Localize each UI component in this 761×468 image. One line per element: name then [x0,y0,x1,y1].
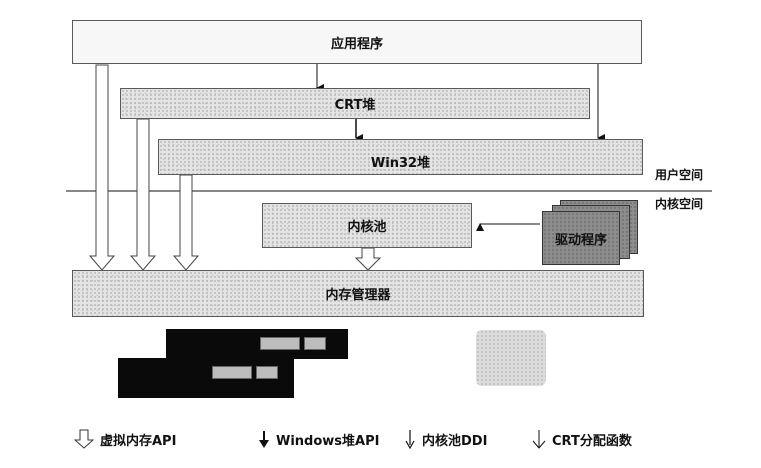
win32-heap-label: Win32堆 [370,155,431,171]
kernel-space-label: 内核空间 [655,197,704,211]
legend-kernel-pool-ddi-label: 内核池DDI [422,433,488,449]
legend-kernel-pool-ddi: 内核池DDI [404,429,487,449]
legend-windows-heap: Windows堆API [258,429,379,449]
memory-manager-box: 内存管理器 [72,270,644,317]
kernel-pool-label: 内核池 [347,220,387,235]
driver-box: 驱动程序 [542,211,620,265]
vm-arrow-app [88,64,116,271]
crt-heap-label: CRT堆 [334,98,376,113]
crt-heap-box: CRT堆 [120,88,590,119]
user-space-label: 用户空间 [655,168,704,182]
vm-arrow-pool [354,247,382,271]
vm-arrow-crt [129,118,157,271]
legend-crt-alloc: CRT分配函数 [532,429,632,449]
driver-label: 驱动程序 [554,232,607,248]
app-box: 应用程序 [72,20,642,64]
open-arrow-icon [532,430,546,449]
disk-image [476,330,546,386]
legend-crt-alloc-label: CRT分配函数 [552,433,632,449]
legend-windows-heap-label: Windows堆API [276,433,380,449]
hollow-arrow-icon [74,429,94,449]
ram-module-back [166,329,348,359]
thin-arrow-icon [405,430,415,449]
app-label: 应用程序 [330,36,383,52]
win32-heap-box: Win32堆 [158,139,643,175]
legend-virtual-memory: 虚拟内存API [74,429,176,449]
kernel-pool-box: 内核池 [262,203,472,248]
thick-arrow-icon [259,431,269,448]
vm-arrow-win32 [172,174,200,271]
memory-manager-label: 内存管理器 [325,288,391,303]
legend-virtual-memory-label: 虚拟内存API [100,433,177,449]
ram-module-front [118,358,294,398]
